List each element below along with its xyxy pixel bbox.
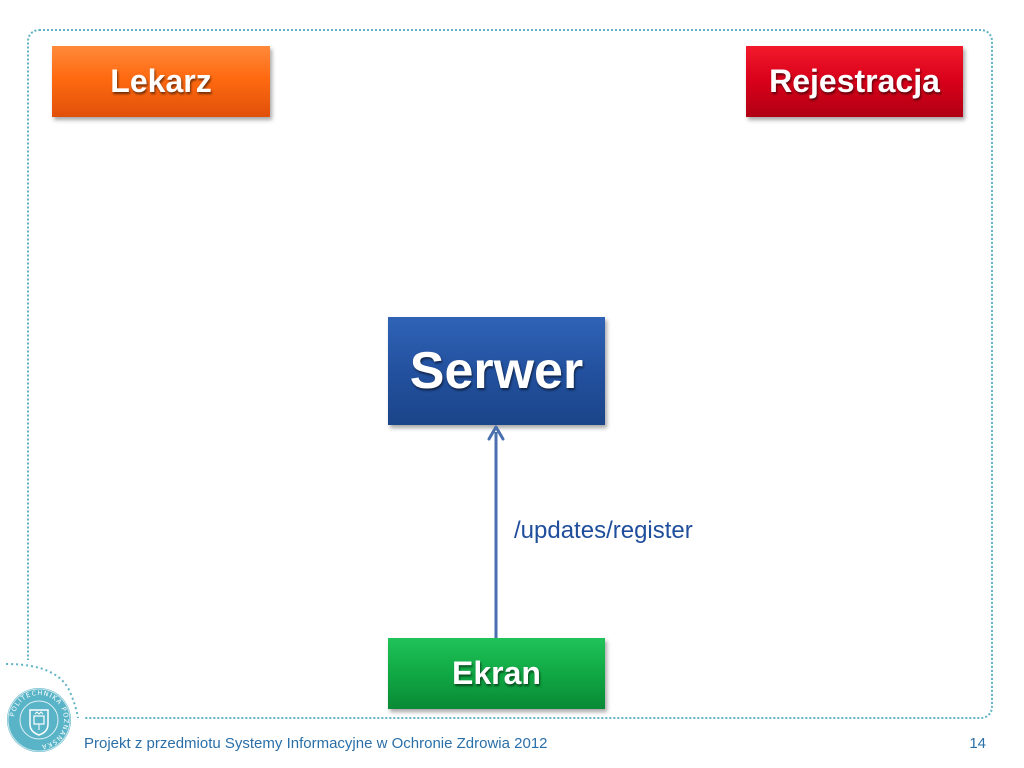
node-lekarz-label: Lekarz (110, 63, 212, 99)
university-seal-icon: POLITECHNIKA POZNAŃSKA (7, 688, 71, 752)
node-serwer[interactable]: Serwer (388, 317, 605, 425)
edge-label: /updates/register (514, 517, 693, 544)
node-ekran[interactable]: Ekran (388, 638, 605, 709)
slide-frame (27, 29, 993, 719)
page-number: 14 (969, 735, 986, 752)
node-serwer-label: Serwer (409, 342, 584, 400)
footer-text: Projekt z przedmiotu Systemy Informacyjn… (84, 735, 548, 752)
node-ekran-label: Ekran (452, 655, 541, 691)
node-rejestracja[interactable]: Rejestracja (746, 46, 963, 117)
node-rejestracja-label: Rejestracja (769, 63, 940, 99)
frame-corner-arc (6, 663, 79, 719)
node-lekarz[interactable]: Lekarz (52, 46, 270, 117)
